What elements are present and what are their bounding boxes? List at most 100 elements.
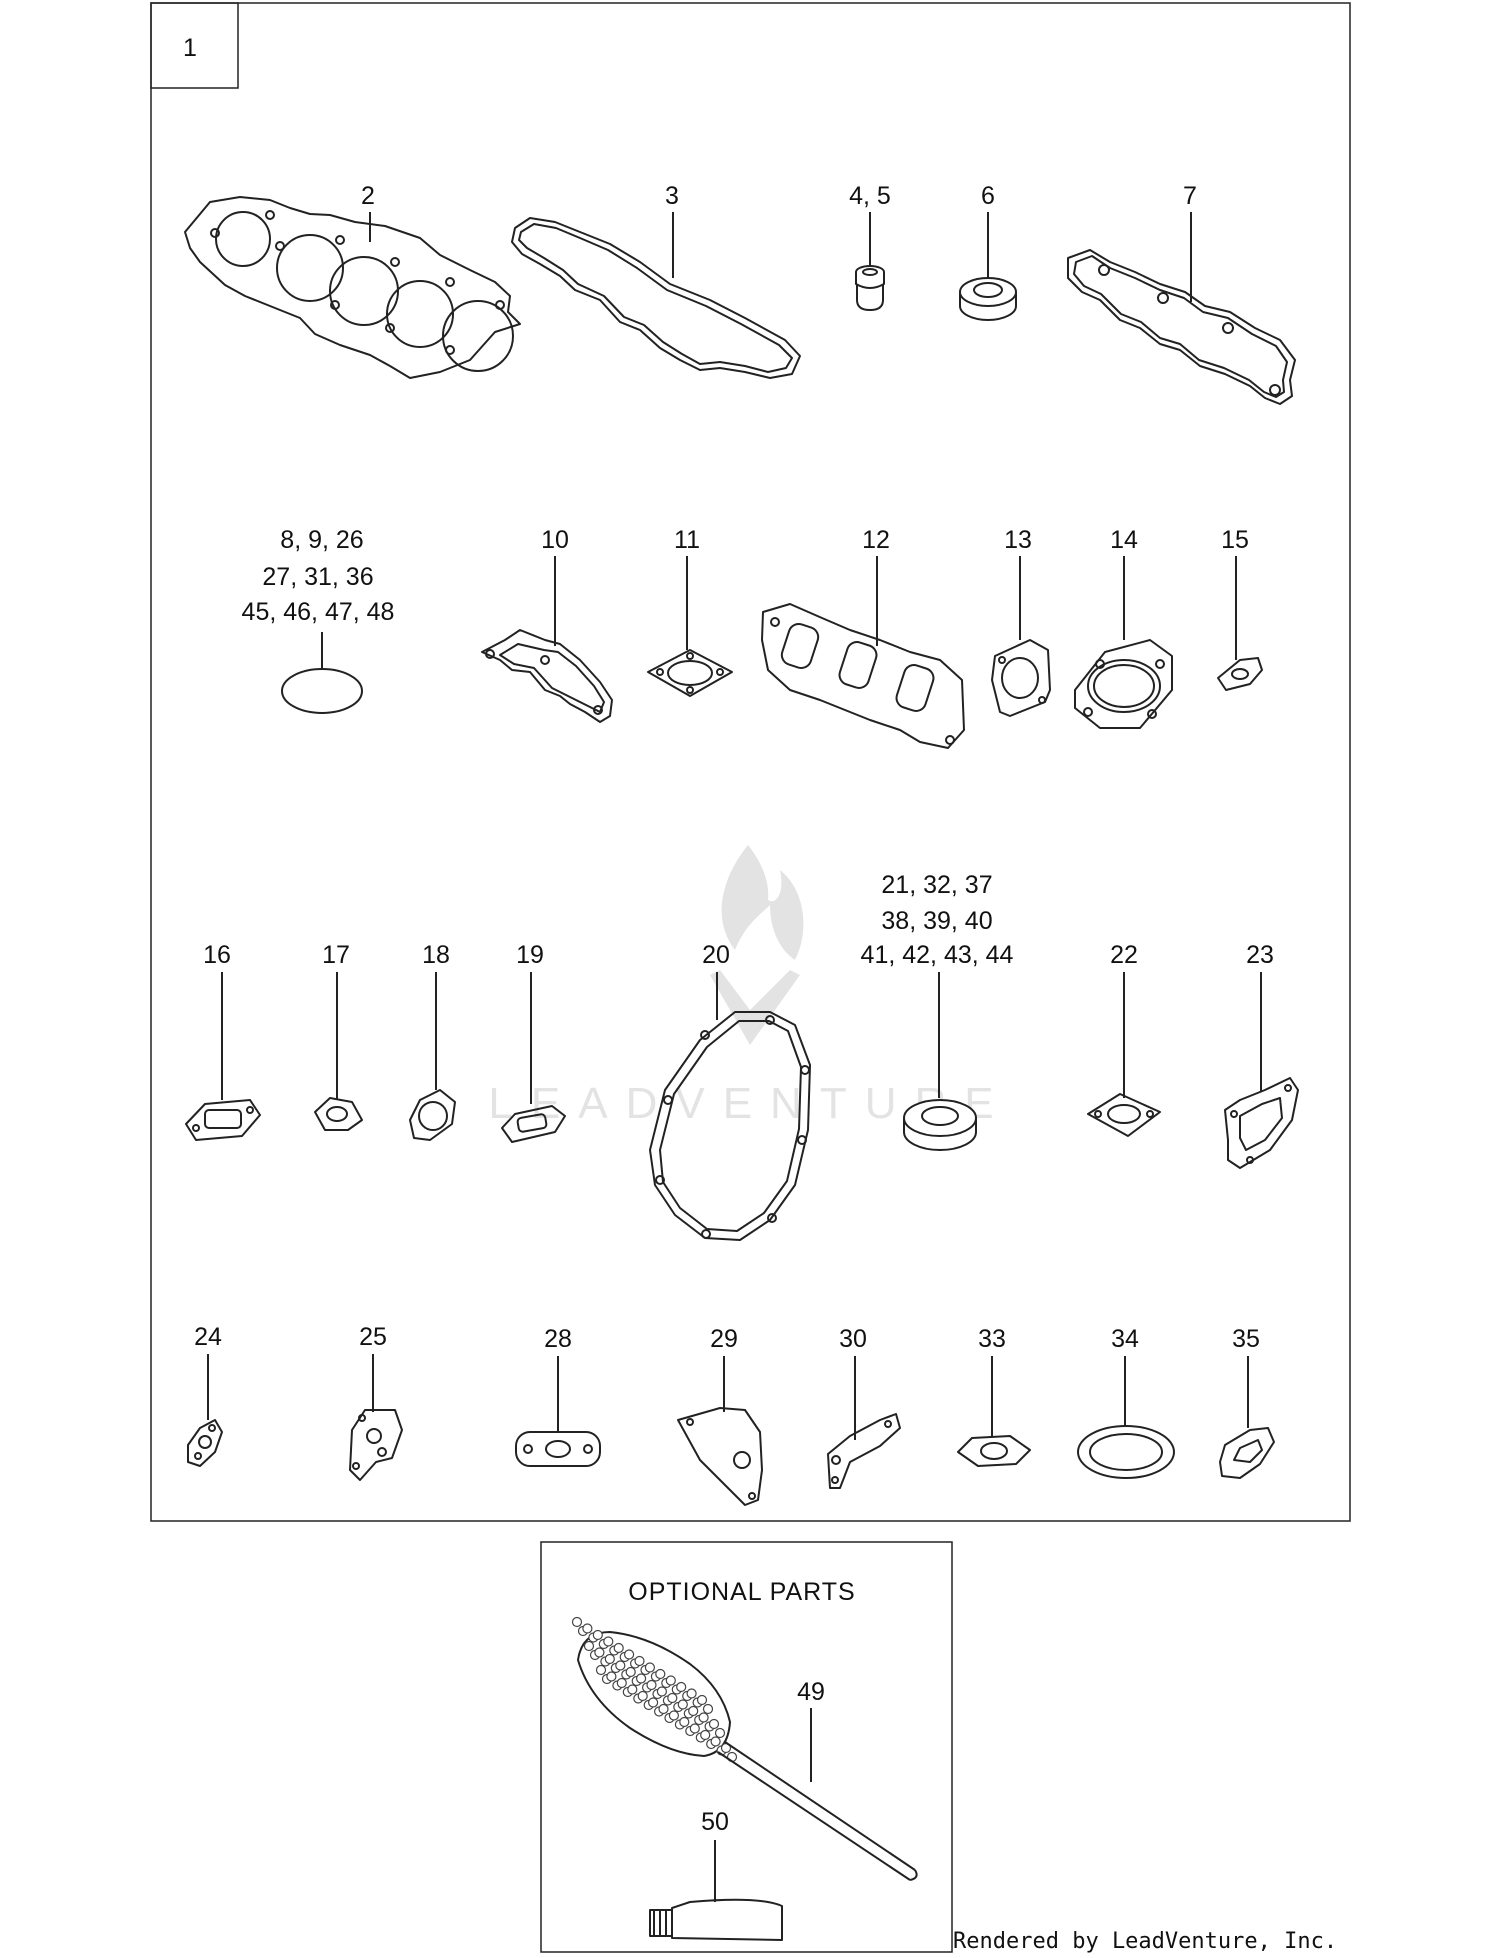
part-14-gasket — [1074, 639, 1173, 729]
bristle-dot — [665, 1675, 676, 1686]
part-22-gasket — [1087, 1093, 1161, 1137]
bristle-dot — [689, 1723, 700, 1734]
part-13-gasket — [991, 639, 1051, 717]
brush-bristles — [571, 1616, 738, 1763]
bristle-dot — [592, 1629, 603, 1641]
bristle-dot — [658, 1703, 669, 1715]
label-34: 34 — [1111, 1325, 1139, 1353]
bristle-dot — [644, 1662, 656, 1673]
label-17: 17 — [322, 941, 350, 969]
part-50-sealant-tube — [649, 1898, 783, 1941]
bristle-dot — [647, 1697, 659, 1708]
bristle-dot — [616, 1677, 627, 1689]
label-4-5: 4, 5 — [849, 182, 891, 210]
part-24-gasket — [187, 1419, 223, 1467]
bristle-dot — [702, 1703, 714, 1715]
label-3: 3 — [665, 182, 679, 210]
bristle-dot — [686, 1688, 697, 1699]
part-29-gasket — [677, 1407, 763, 1506]
label-15: 15 — [1221, 526, 1249, 554]
box-number: 1 — [183, 34, 197, 62]
bristle-dot — [710, 1736, 721, 1747]
label-8-line3: 45, 46, 47, 48 — [242, 598, 395, 626]
label-19: 19 — [516, 941, 544, 969]
bristle-dot — [667, 1692, 678, 1704]
label-22: 22 — [1110, 941, 1138, 969]
bristle-dot — [708, 1718, 720, 1730]
bristle-dot — [606, 1671, 617, 1682]
part-7-manifold-gasket — [1067, 249, 1296, 405]
bristle-dot — [603, 1636, 614, 1647]
label-28: 28 — [544, 1325, 572, 1353]
bristle-dot — [698, 1712, 709, 1723]
part-49-honing-brush — [571, 1616, 918, 1881]
bristle-dot — [625, 1666, 636, 1678]
label-21-line2: 38, 39, 40 — [881, 907, 992, 935]
label-21-line1: 21, 32, 37 — [881, 871, 992, 899]
bristle-dot — [637, 1690, 648, 1702]
part-17-gasket — [314, 1097, 363, 1131]
box-number-frame — [150, 2, 239, 89]
label-29: 29 — [710, 1325, 738, 1353]
leadventure-watermark-logo — [710, 845, 804, 1045]
bristle-dot — [679, 1716, 690, 1728]
part-34-gasket-ring — [1077, 1425, 1175, 1479]
part-21-oil-seal — [903, 1099, 977, 1151]
label-20: 20 — [702, 941, 730, 969]
label-50: 50 — [701, 1808, 729, 1836]
part-3-cover-gasket — [511, 217, 801, 379]
label-18: 18 — [422, 941, 450, 969]
bristle-dot — [595, 1664, 607, 1676]
part-28-gasket — [515, 1431, 601, 1467]
label-24: 24 — [194, 1323, 222, 1351]
label-2: 2 — [361, 182, 375, 210]
part-20-large-gasket — [649, 1011, 811, 1241]
label-6: 6 — [981, 182, 995, 210]
render-credit: Rendered by LeadVenture, Inc. — [953, 1929, 1337, 1954]
bristle-dot — [668, 1710, 680, 1721]
part-2-head-gasket — [184, 196, 521, 379]
optional-parts-title: OPTIONAL PARTS — [628, 1578, 855, 1606]
part-30-gasket — [827, 1413, 901, 1489]
part-33-gasket — [957, 1435, 1031, 1467]
bristle-dot — [646, 1679, 657, 1691]
label-30: 30 — [839, 1325, 867, 1353]
bristle-dot — [688, 1705, 699, 1717]
bristle-dot — [571, 1616, 583, 1628]
label-14: 14 — [1110, 526, 1138, 554]
label-10: 10 — [541, 526, 569, 554]
part-23-gasket — [1224, 1077, 1299, 1169]
part-19-gasket — [501, 1105, 566, 1143]
bristle-dot — [696, 1694, 708, 1706]
part-15-gasket — [1217, 657, 1263, 691]
label-33: 33 — [978, 1325, 1006, 1353]
label-7: 7 — [1183, 182, 1197, 210]
label-16: 16 — [203, 941, 231, 969]
label-13: 13 — [1004, 526, 1032, 554]
part-11-gasket — [647, 649, 733, 697]
label-49: 49 — [797, 1678, 825, 1706]
bristle-dot — [623, 1649, 635, 1660]
bristle-dot — [583, 1640, 595, 1652]
bristle-dot — [594, 1647, 605, 1658]
label-25: 25 — [359, 1323, 387, 1351]
bristle-dot — [604, 1653, 615, 1665]
label-21-line3: 41, 42, 43, 44 — [861, 941, 1014, 969]
bristle-dot — [676, 1681, 687, 1693]
part-6-oil-seal — [959, 277, 1017, 321]
label-8-line2: 27, 31, 36 — [262, 563, 373, 591]
bristle-dot — [635, 1673, 647, 1684]
part-18-gasket — [409, 1089, 456, 1141]
bristle-dot — [634, 1655, 645, 1667]
label-11: 11 — [674, 526, 700, 554]
bristle-dot — [613, 1642, 624, 1654]
bristle-dot — [582, 1623, 593, 1634]
part-4-5-stem-seal — [855, 265, 885, 311]
bristle-dot — [714, 1727, 726, 1739]
main-frame — [150, 2, 1351, 1522]
label-23: 23 — [1246, 941, 1274, 969]
bristle-dot — [677, 1699, 688, 1710]
part-25-gasket — [349, 1409, 403, 1481]
label-12: 12 — [862, 526, 890, 554]
